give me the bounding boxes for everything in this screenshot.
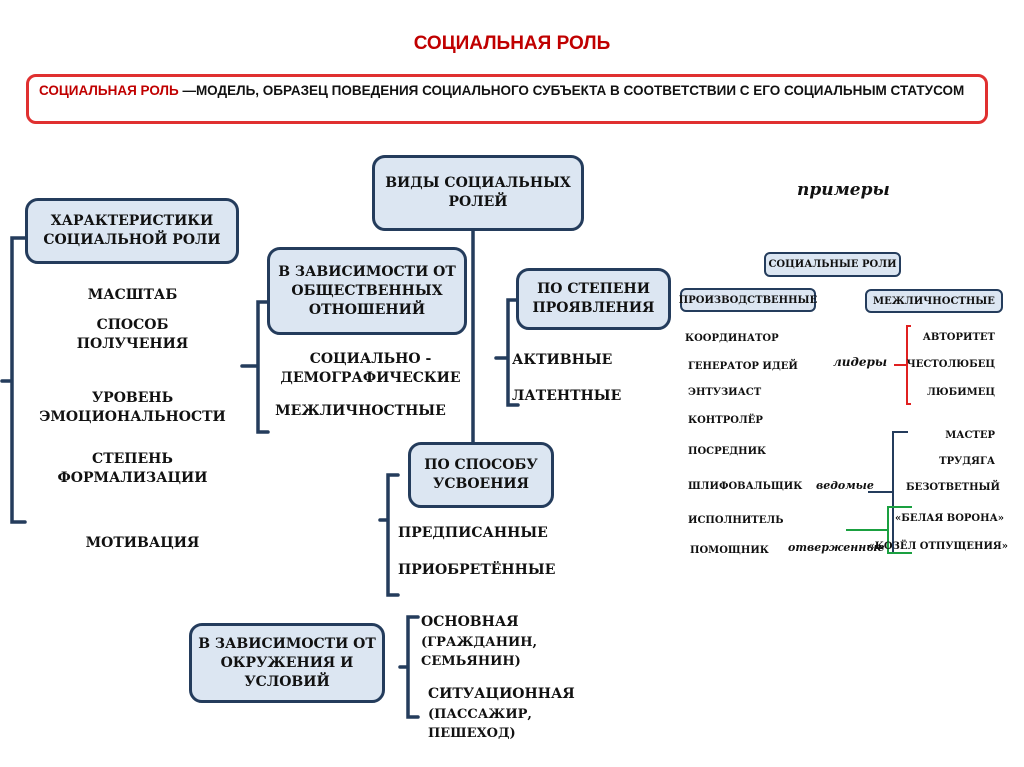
degree-item: ЛАТЕНТНЫЕ bbox=[512, 388, 622, 404]
production-role: ИСПОЛНИТЕЛЬ bbox=[688, 515, 784, 526]
production-role: ПОМОЩНИК bbox=[690, 545, 769, 556]
production-role: ГЕНЕРАТОР ИДЕЙ bbox=[688, 361, 798, 372]
interpersonal-role: ЛЮБИМЕЦ bbox=[926, 387, 995, 398]
definition-text: —МОДЕЛЬ, ОБРАЗЕЦ ПОВЕДЕНИЯ СОЦИАЛЬНОГО С… bbox=[178, 83, 965, 98]
characteristics-box: ХАРАКТЕРИСТИКИ СОЦИАЛЬНОЙ РОЛИ bbox=[25, 198, 239, 264]
characteristic-item: СТЕПЕНЬ ФОРМАЛИЗАЦИИ bbox=[57, 451, 208, 486]
followers-label: ведомые bbox=[816, 479, 874, 492]
relations-item: МЕЖЛИЧНОСТНЫЕ bbox=[275, 403, 446, 419]
interpersonal-role: ЧЕСТОЛЮБЕЦ bbox=[906, 359, 995, 370]
environment-note: (ПАССАЖИР, ПЕШЕХОД) bbox=[428, 707, 532, 741]
leaders-label: лидеры bbox=[833, 355, 888, 369]
by-relations-box: В ЗАВИСИМОСТИ ОТ ОБЩЕСТВЕННЫХ ОТНОШЕНИЙ bbox=[267, 247, 467, 335]
production-role: КОНТРОЛЁР bbox=[688, 415, 763, 426]
characteristic-item: СПОСОБ ПОЛУЧЕНИЯ bbox=[76, 317, 189, 352]
outcasts-label: отверженные bbox=[788, 541, 885, 554]
interpersonal-role: БЕЗОТВЕТНЫЙ bbox=[906, 482, 1000, 493]
characteristic-item: МАСШТАБ bbox=[87, 287, 178, 303]
by-degree-box: ПО СТЕПЕНИ ПРОЯВЛЕНИЯ bbox=[516, 268, 671, 330]
page-title: СОЦИАЛЬНАЯ РОЛЬ bbox=[413, 33, 611, 54]
production-role: ШЛИФОВАЛЬЩИК bbox=[688, 481, 803, 492]
interpersonal-role: АВТОРИТЕТ bbox=[922, 332, 995, 343]
environment-item: ОСНОВНАЯ bbox=[421, 614, 519, 630]
definition-box: СОЦИАЛЬНАЯ РОЛЬ —МОДЕЛЬ, ОБРАЗЕЦ ПОВЕДЕН… bbox=[26, 74, 988, 124]
examples-label: примеры bbox=[797, 180, 890, 200]
by-environment-box: В ЗАВИСИМОСТИ ОТ ОКРУЖЕНИЯ И УСЛОВИЙ bbox=[189, 623, 385, 703]
production-roles-box: ПРОИЗВОДСТВЕННЫЕ bbox=[679, 288, 817, 312]
relations-item: СОЦИАЛЬНО - ДЕМОГРАФИЧЕСКИЕ bbox=[280, 351, 461, 386]
interpersonal-role: «БЕЛАЯ ВОРОНА» bbox=[895, 513, 1004, 524]
interpersonal-roles-box: МЕЖЛИЧНОСТНЫЕ bbox=[865, 289, 1003, 313]
interpersonal-role: «КОЗЁЛ ОТПУЩЕНИЯ» bbox=[868, 541, 1008, 552]
degree-item: АКТИВНЫЕ bbox=[512, 352, 613, 368]
environment-note: (ГРАЖДАНИН, СЕМЬЯНИН) bbox=[421, 635, 538, 669]
interpersonal-role: МАСТЕР bbox=[945, 430, 995, 441]
by-acquisition-box: ПО СПОСОБУ УСВОЕНИЯ bbox=[408, 442, 554, 508]
definition-term: СОЦИАЛЬНАЯ РОЛЬ bbox=[39, 83, 179, 98]
production-role: ЭНТУЗИАСТ bbox=[688, 387, 762, 398]
characteristic-item: УРОВЕНЬ ЭМОЦИОНАЛЬНОСТИ bbox=[39, 390, 226, 425]
types-of-roles-box: ВИДЫ СОЦИАЛЬНЫХ РОЛЕЙ bbox=[372, 155, 584, 231]
production-role: ПОСРЕДНИК bbox=[688, 446, 767, 457]
characteristic-item: МОТИВАЦИЯ bbox=[85, 535, 200, 551]
social-roles-box: СОЦИАЛЬНЫЕ РОЛИ bbox=[764, 252, 901, 277]
production-role: КООРДИНАТОР bbox=[685, 333, 779, 344]
environment-item: СИТУАЦИОННАЯ bbox=[428, 686, 575, 702]
acquisition-item: ПРЕДПИСАННЫЕ bbox=[398, 525, 548, 541]
acquisition-item: ПРИОБРЕТЁННЫЕ bbox=[398, 562, 556, 578]
interpersonal-role: ТРУДЯГА bbox=[939, 456, 995, 467]
